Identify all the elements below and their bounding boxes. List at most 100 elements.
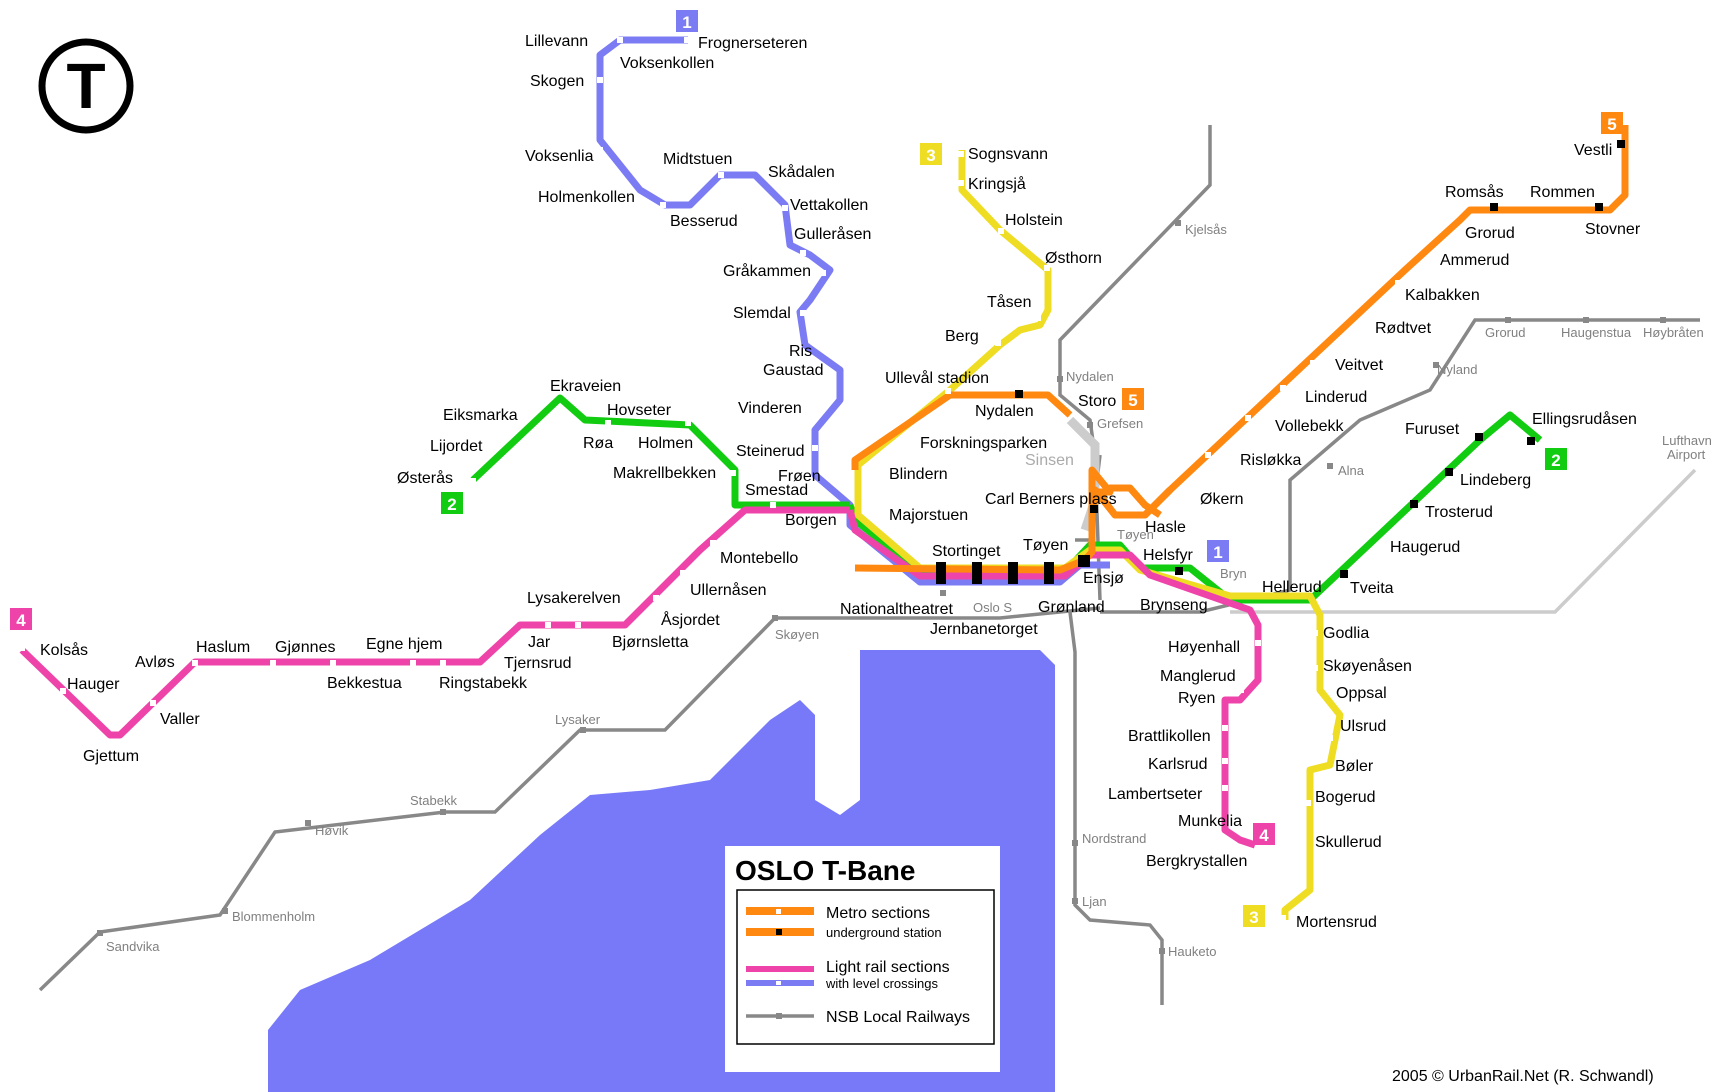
legend-lightrail-label: Light rail sections: [826, 959, 950, 976]
legend-metro-label: Metro sections: [826, 905, 930, 922]
station-label: Holmenkollen: [538, 189, 635, 206]
nsb-station-marker: [1072, 840, 1078, 846]
nsb-label: Airport: [1667, 447, 1706, 462]
line-5-badge-north: [1601, 112, 1623, 134]
station-label: Østhorn: [1045, 250, 1102, 267]
legend-lightrail-swatch: [746, 966, 814, 972]
station-label: Frognerseteren: [698, 35, 807, 52]
station-label: Ammerud: [1440, 252, 1509, 269]
station-label: Besserud: [670, 213, 738, 230]
station-label: Skøyenåsen: [1323, 657, 1412, 675]
nsb-label: Lufthavn: [1662, 433, 1712, 448]
nsb-station-markers: [97, 220, 1666, 954]
station-label: Bogerud: [1315, 789, 1376, 806]
station-label: Midtstuen: [663, 151, 732, 168]
station-marker: [1305, 800, 1311, 806]
line-5-track-storo: [851, 391, 1073, 470]
station-label: Eiksmarka: [443, 407, 518, 424]
station-label: Høyenhall: [1168, 639, 1240, 656]
station-label: Furuset: [1405, 421, 1460, 438]
station-marker: [1395, 280, 1401, 286]
nsb-label: Høybråten: [1643, 325, 1704, 340]
station-label: Ellingsrudåsen: [1532, 410, 1637, 428]
underground-marker: [1410, 500, 1418, 508]
nsb-label: Sandvika: [106, 939, 160, 954]
credit-text: 2005 © UrbanRail.Net (R. Schwandl): [1392, 1068, 1654, 1085]
station-marker: [270, 660, 276, 666]
station-label: Frøen: [778, 468, 821, 485]
station-label: Ullevål stadion: [885, 369, 989, 387]
nsb-label: Alna: [1338, 463, 1365, 478]
station-label: Berg: [945, 328, 979, 345]
underground-marker: [1044, 562, 1054, 584]
nsb-label: Nyland: [1437, 362, 1477, 377]
station-marker: [575, 622, 581, 628]
station-label: Mortensrud: [1296, 914, 1377, 931]
station-label: Oppsal: [1336, 685, 1387, 702]
station-marker: [680, 570, 686, 576]
underground-marker: [1008, 562, 1018, 584]
station-label: Majorstuen: [889, 507, 968, 524]
station-label: Gjønnes: [275, 639, 335, 656]
station-label: Brattlikollen: [1128, 728, 1211, 745]
station-label: Holstein: [1005, 212, 1063, 229]
nsb-label: Skøyen: [775, 627, 819, 642]
station-label: Vettakollen: [790, 197, 868, 214]
station-marker: [597, 77, 603, 83]
airport-line: [1230, 468, 1697, 614]
station-label: Økern: [1200, 491, 1244, 508]
station-marker: [800, 310, 806, 316]
line-4-badge-west: [10, 608, 32, 630]
station-label: Grorud: [1465, 225, 1515, 242]
nsb-label: Sinsen: [1025, 452, 1074, 469]
logo-ring: [38, 38, 134, 134]
logo-letter: T: [66, 50, 105, 122]
station-label: Grønland: [1038, 599, 1105, 616]
station-label: Gråkammen: [723, 262, 811, 280]
station-label: Vinderen: [738, 400, 802, 417]
line-2-badge-west: [441, 492, 463, 514]
station-label: Tjernsrud: [504, 655, 572, 672]
station-marker: [710, 540, 716, 546]
nsb-station-marker: [1087, 422, 1093, 428]
line-1-badge-north-label: 1: [682, 13, 691, 32]
station-label: Ulsrud: [1340, 718, 1386, 735]
legend-nsb-label: NSB Local Railways: [826, 1009, 970, 1026]
station-label: Lillevann: [525, 33, 588, 50]
station-label: Avløs: [135, 654, 175, 671]
station-label: Voksenlia: [525, 148, 594, 165]
line-4-track-west: [19, 506, 850, 739]
station-marker: [470, 478, 476, 484]
station-label: Borgen: [785, 512, 837, 529]
underground-marker: [1490, 203, 1498, 211]
station-label: Risløkka: [1240, 452, 1301, 469]
station-marker: [525, 395, 531, 401]
line-5-labels: Vestli Stovner Rommen Romsås Grorud Amme…: [975, 142, 1641, 536]
station-marker: [605, 420, 611, 426]
legend-underground-station: [776, 929, 782, 935]
station-marker: [782, 205, 788, 211]
station-label: Linderud: [1305, 389, 1367, 406]
station-label: Forskningsparken: [920, 435, 1047, 452]
station-marker: [958, 151, 964, 157]
legend-underground-label: underground station: [826, 925, 942, 940]
legend-box: [725, 846, 1000, 1072]
line-2-badge-west-label: 2: [447, 495, 456, 514]
t-bane-logo: T: [38, 38, 134, 134]
line-4-labels: Kolsås Hauger Gjettum Avløs Valler Haslu…: [40, 550, 1247, 870]
underground-marker: [1175, 567, 1183, 575]
nsb-label: Blommenholm: [232, 909, 315, 924]
station-marker: [1205, 452, 1211, 458]
nsb-station-marker: [1175, 220, 1181, 226]
station-label: Ekraveien: [550, 378, 621, 395]
station-label: Gjettum: [83, 748, 139, 765]
station-marker: [1327, 735, 1333, 741]
line-4-badge-south: [1253, 823, 1275, 845]
line-1-badge-helsfyr: [1207, 540, 1229, 562]
station-label: Kalbakken: [1405, 287, 1480, 304]
nsb-label: Bryn: [1220, 566, 1247, 581]
station-marker: [330, 660, 336, 666]
station-marker: [828, 350, 834, 356]
nsb-station-marker: [1057, 376, 1063, 382]
nsb-labels: Kjelsås Nydalen Grefsen Tøyen Bryn Alna …: [106, 222, 1712, 959]
